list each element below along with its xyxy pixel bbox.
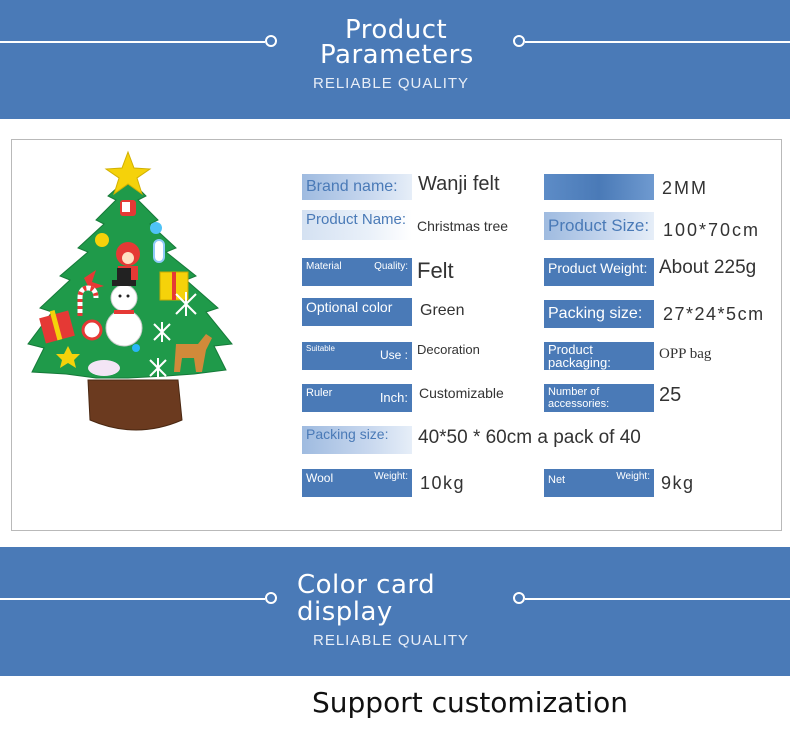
banner2-divider-right: [525, 598, 790, 600]
optional-color-label: Optional color: [302, 298, 412, 326]
banner2-divider-left: [0, 598, 265, 600]
accessories-label: Number of accessories:: [544, 384, 654, 412]
optional-color-value: Green: [420, 302, 465, 319]
banner2-subtitle: RELIABLE QUALITY: [313, 632, 470, 649]
ruler-inch-label: Ruler Inch:: [302, 384, 412, 412]
product-packaging-value: OPP bag: [659, 346, 712, 362]
banner-divider-left: [0, 41, 265, 43]
banner-dot-right: [513, 35, 525, 47]
product-size-label: Product Size:: [544, 212, 654, 240]
banner2-dot-left: [265, 592, 277, 604]
packing-value: 40*50 * 60cm a pack of 40: [418, 427, 641, 448]
net-weight-value: 9kg: [661, 473, 695, 493]
suitable-use-value: Decoration: [417, 342, 480, 357]
christmas-tree-image: [27, 150, 233, 431]
wool-weight-label: Wool Weight:: [302, 469, 412, 497]
accessories-value: 25: [659, 384, 682, 406]
banner-title-line1: Product: [345, 15, 448, 45]
material-quality-label: Material Quality:: [302, 258, 412, 286]
banner2-dot-right: [513, 592, 525, 604]
product-size-value: 100*70cm: [663, 220, 761, 240]
net-weight-label: Net Weight:: [544, 469, 654, 497]
packing-label: Packing size:: [302, 426, 412, 454]
brand-name-value: Wanji felt: [418, 173, 500, 195]
banner-subtitle: RELIABLE QUALITY: [313, 75, 470, 92]
thickness-value: 2MM: [662, 178, 708, 198]
suitable-use-label: Suitable Use :: [302, 342, 412, 370]
product-name-label: Product Name:: [302, 210, 412, 240]
material-value: Felt: [417, 258, 454, 283]
product-packaging-label: Product packaging:: [544, 342, 654, 370]
banner-dot-left: [265, 35, 277, 47]
brand-name-label: Brand name:: [302, 174, 412, 200]
wool-weight-value: 10kg: [420, 473, 466, 493]
product-weight-label: Product Weight:: [544, 258, 654, 286]
banner-divider-right: [525, 41, 790, 43]
banner2-title-line1: Color card: [297, 570, 436, 600]
support-customization-text: Support customization: [312, 686, 628, 719]
color-card-banner: Color card display RELIABLE QUALITY: [0, 547, 790, 676]
product-name-value: Christmas tree: [417, 218, 509, 234]
banner2-title-line2: display: [297, 597, 393, 627]
banner-title-line2: Parameters: [320, 40, 474, 70]
ruler-inch-value: Customizable: [419, 385, 504, 401]
packing-size-label: Packing size:: [544, 300, 654, 328]
parameters-panel: Brand name: Wanji felt 2MM Product Name:…: [11, 139, 782, 531]
packing-size-value: 27*24*5cm: [663, 304, 765, 324]
thickness-label: [544, 174, 654, 200]
product-parameters-banner: Product Parameters RELIABLE QUALITY: [0, 0, 790, 119]
product-weight-value: About 225g: [659, 257, 757, 278]
